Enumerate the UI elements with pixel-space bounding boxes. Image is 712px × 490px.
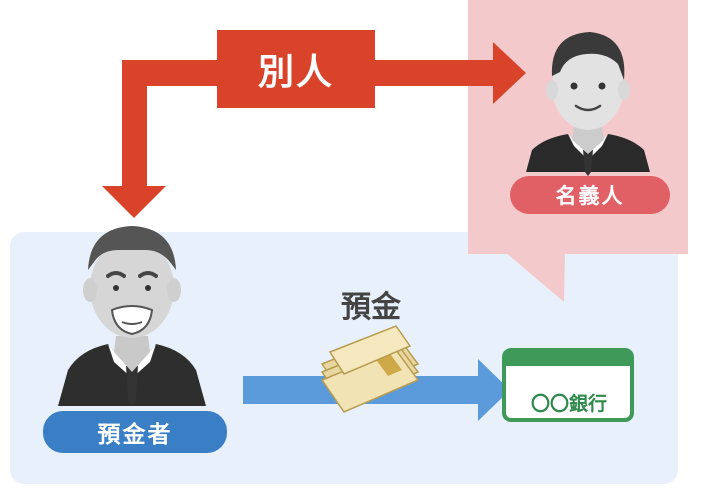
nominee-badge: 名義人: [510, 176, 670, 214]
bank-name-label: 〇〇銀行: [530, 392, 607, 415]
depositor-badge: 預金者: [43, 411, 227, 453]
cash-bundle-icon: [320, 325, 420, 413]
young-man-icon: [526, 32, 650, 176]
bank-card-icon: [502, 348, 634, 422]
elderly-man-icon: [58, 226, 206, 406]
deposit-label: 預金: [341, 290, 401, 325]
different-person-label-box: [217, 30, 375, 108]
different-person-arrow: [102, 30, 526, 218]
different-person-label: 別人: [257, 52, 334, 93]
